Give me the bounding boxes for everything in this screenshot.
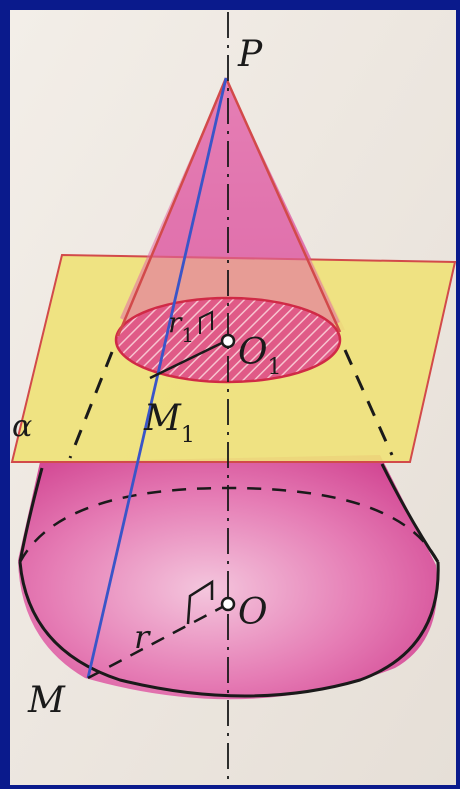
label-O1-letter: O (238, 332, 268, 373)
right-angle-mark-lower (186, 579, 214, 625)
cone-left-edge-lower (18, 467, 44, 563)
cone-right-edge-upper (224, 77, 342, 333)
label-M1: M1 (143, 398, 195, 448)
radius-r1-segment (149, 338, 229, 380)
label-O1: O1 (238, 332, 282, 380)
base-ellipse-front (18, 561, 440, 698)
right-angle-mark-upper (199, 310, 213, 334)
generatrix-PM (86, 77, 228, 679)
radius-r-segment (87, 602, 229, 680)
label-P: P (237, 34, 263, 75)
label-r: r (134, 618, 151, 656)
center-point-O1 (220, 333, 236, 349)
label-O: O (238, 592, 268, 633)
label-r1: r1 (168, 306, 194, 347)
label-M1-subscript: 1 (181, 423, 195, 448)
center-point-O (220, 596, 236, 612)
label-r1-letter: r (168, 306, 183, 339)
cone-upper-front (120, 78, 340, 347)
label-O1-subscript: 1 (268, 355, 282, 380)
cone-left-edge-upper (116, 77, 228, 337)
label-r1-subscript: 1 (181, 323, 194, 347)
cone-left-edge-hidden (68, 351, 114, 459)
label-M1-letter: M (143, 398, 182, 439)
label-alpha: α (12, 409, 32, 444)
label-M: M (27, 680, 66, 721)
cone-right-edge-hidden (343, 349, 394, 456)
